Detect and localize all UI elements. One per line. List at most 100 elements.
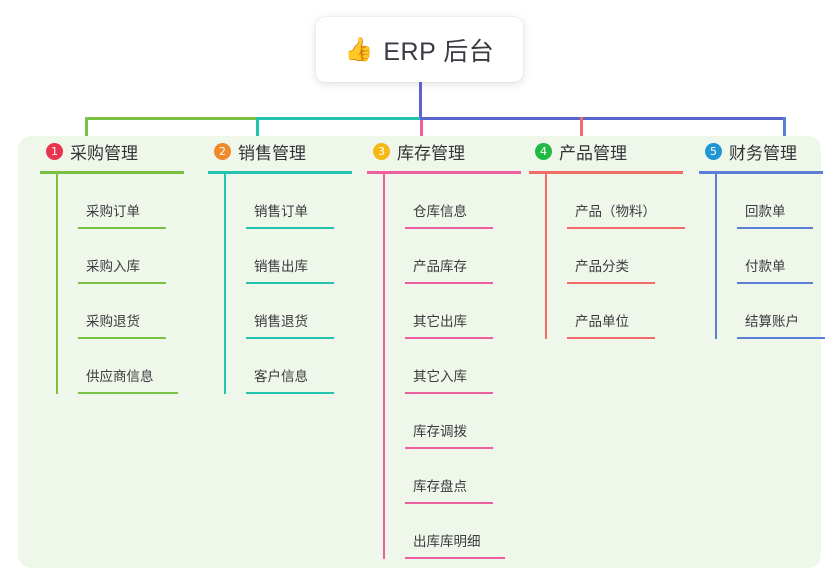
column-badge-1: 1	[46, 142, 63, 160]
leaf-item-label: 产品单位	[575, 314, 629, 329]
leaf-item-rule	[405, 557, 505, 559]
leaf-item-rule	[78, 337, 166, 339]
leaf-item-label: 付款单	[745, 259, 786, 274]
leaf-list-1: 采购订单采购入库采购退货供应商信息	[56, 174, 190, 394]
leaf-item-label: 产品库存	[413, 259, 467, 274]
leaf-item[interactable]: 仓库信息	[405, 174, 527, 229]
leaf-spine-5	[715, 174, 717, 339]
leaf-item-rule	[737, 227, 813, 229]
leaf-item[interactable]: 产品（物料）	[567, 174, 689, 229]
leaf-item-label: 采购退货	[86, 314, 140, 329]
leaf-item[interactable]: 销售出库	[246, 229, 358, 284]
root-node-card[interactable]: 👍 ERP 后台	[316, 17, 523, 82]
leaf-item-rule	[567, 282, 655, 284]
column-badge-4: 4	[535, 142, 552, 160]
column-header-1[interactable]: 1 采购管理	[40, 136, 190, 166]
column-badge-5: 5	[705, 142, 722, 160]
leaf-item-rule	[246, 392, 334, 394]
leaf-item-label: 出库库明细	[413, 534, 481, 549]
leaf-item[interactable]: 其它出库	[405, 284, 527, 339]
leaf-item-label: 仓库信息	[413, 204, 467, 219]
leaf-item-label: 销售退货	[254, 314, 308, 329]
column-header-2[interactable]: 2 销售管理	[208, 136, 358, 166]
column-underline-2	[208, 171, 352, 174]
column-underline-1	[40, 171, 184, 174]
leaf-list-5: 回款单付款单结算账户	[715, 174, 829, 339]
diagram-panel: 1 采购管理采购订单采购入库采购退货供应商信息 2 销售管理销售订单销售出库销售退货客…	[18, 136, 825, 568]
leaf-item[interactable]: 销售订单	[246, 174, 358, 229]
leaf-item-label: 供应商信息	[86, 369, 154, 384]
connector-bus-segment-4	[420, 117, 783, 120]
column-title-5: 财务管理	[729, 143, 797, 163]
leaf-item-rule	[405, 502, 493, 504]
leaf-item-rule	[405, 227, 493, 229]
leaf-item-label: 采购入库	[86, 259, 140, 274]
leaf-item-label: 销售订单	[254, 204, 308, 219]
column-underline-4	[529, 171, 683, 174]
leaf-item[interactable]: 采购退货	[78, 284, 190, 339]
column-4: 4 产品管理产品（物料） 产品分类产品单位	[529, 136, 689, 339]
leaf-item[interactable]: 付款单	[737, 229, 829, 284]
leaf-item-rule	[737, 282, 813, 284]
column-badge-2: 2	[214, 142, 231, 160]
leaf-list-4: 产品（物料） 产品分类产品单位	[545, 174, 689, 339]
leaf-item[interactable]: 产品单位	[567, 284, 689, 339]
leaf-list-2: 销售订单销售出库销售退货客户信息	[224, 174, 358, 394]
leaf-item-label: 其它出库	[413, 314, 467, 329]
leaf-item-label: 销售出库	[254, 259, 308, 274]
column-header-5[interactable]: 5 财务管理	[699, 136, 829, 166]
column-header-4[interactable]: 4 产品管理	[529, 136, 689, 166]
connector-bus-segment-1	[85, 117, 256, 120]
leaf-item[interactable]: 采购入库	[78, 229, 190, 284]
column-5: 5 财务管理回款单付款单结算账户	[699, 136, 829, 339]
leaf-spine-1	[56, 174, 58, 394]
leaf-item-label: 产品（物料）	[575, 204, 656, 219]
leaf-item[interactable]: 结算账户	[737, 284, 829, 339]
column-title-3: 库存管理	[397, 143, 465, 163]
thumbs-up-icon: 👍	[344, 36, 374, 62]
leaf-item-rule	[567, 227, 685, 229]
leaf-item-rule	[405, 337, 493, 339]
leaf-spine-3	[383, 174, 385, 559]
leaf-item[interactable]: 产品库存	[405, 229, 527, 284]
column-title-4: 产品管理	[559, 143, 627, 163]
column-title-1: 采购管理	[70, 143, 138, 163]
leaf-item-label: 客户信息	[254, 369, 308, 384]
leaf-item-label: 产品分类	[575, 259, 629, 274]
column-1: 1 采购管理采购订单采购入库采购退货供应商信息	[40, 136, 190, 394]
leaf-item-rule	[78, 227, 166, 229]
root-node-content: 👍 ERP 后台	[345, 32, 495, 68]
leaf-item[interactable]: 客户信息	[246, 339, 358, 394]
leaf-item-rule	[405, 392, 493, 394]
leaf-list-3: 仓库信息产品库存其它出库其它入库库存调拨库存盘点出库库明细	[383, 174, 527, 559]
root-node-title: ERP 后台	[383, 37, 495, 66]
leaf-item[interactable]: 其它入库	[405, 339, 527, 394]
leaf-item[interactable]: 出库库明细	[405, 504, 527, 559]
leaf-item-rule	[737, 337, 825, 339]
connector-bus-segment-2	[256, 117, 420, 120]
column-title-2: 销售管理	[238, 143, 306, 163]
leaf-item-rule	[405, 282, 493, 284]
leaf-item[interactable]: 销售退货	[246, 284, 358, 339]
leaf-item-label: 回款单	[745, 204, 786, 219]
leaf-item[interactable]: 供应商信息	[78, 339, 190, 394]
leaf-item-label: 其它入库	[413, 369, 467, 384]
leaf-item[interactable]: 回款单	[737, 174, 829, 229]
leaf-item-rule	[246, 227, 334, 229]
leaf-item[interactable]: 库存盘点	[405, 449, 527, 504]
leaf-item-rule	[405, 447, 493, 449]
leaf-item-rule	[246, 337, 334, 339]
leaf-item[interactable]: 库存调拨	[405, 394, 527, 449]
leaf-item-rule	[78, 392, 178, 394]
leaf-item-rule	[246, 282, 334, 284]
leaf-item-label: 库存盘点	[413, 479, 467, 494]
column-underline-3	[367, 171, 521, 174]
leaf-item-rule	[78, 282, 166, 284]
leaf-spine-2	[224, 174, 226, 394]
leaf-item[interactable]: 产品分类	[567, 229, 689, 284]
leaf-item[interactable]: 采购订单	[78, 174, 190, 229]
column-2: 2 销售管理销售订单销售出库销售退货客户信息	[208, 136, 358, 394]
leaf-item-label: 结算账户	[745, 314, 799, 329]
